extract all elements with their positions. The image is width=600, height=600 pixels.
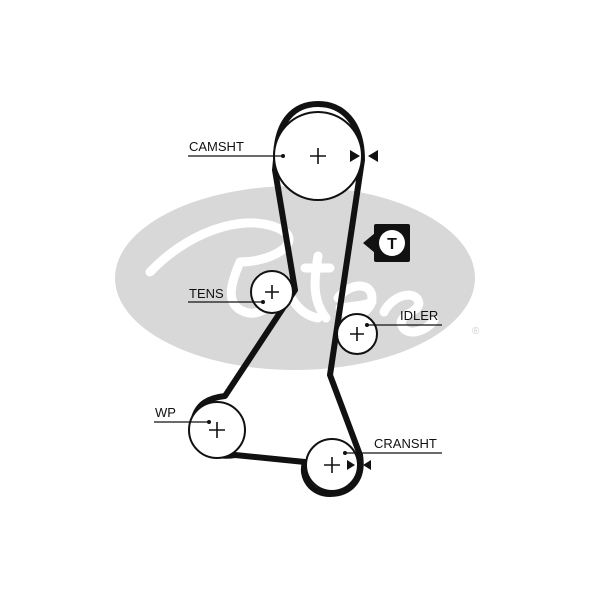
camshaft-timing-arrow-left: [350, 150, 360, 162]
crankshaft-leader-dot: [343, 451, 347, 455]
tension-badge-letter: T: [387, 236, 397, 253]
label-camshaft: CAMSHT: [188, 139, 285, 158]
idler-leader-dot: [365, 323, 369, 327]
gates-logo-script: [145, 218, 439, 337]
label-idler: IDLER: [365, 308, 442, 327]
camshaft-center-mark: [310, 148, 326, 164]
label-water-pump: WP: [154, 405, 211, 424]
crankshaft-timing-mark: [347, 460, 371, 470]
tension-icon: T: [363, 224, 410, 262]
camshaft-timing-arrow-right: [368, 150, 378, 162]
crankshaft-timing-arrow-left: [347, 460, 355, 470]
tensioner-pulley: [250, 270, 294, 314]
tension-badge-circle: [379, 230, 405, 256]
crankshaft-label: CRANSHT: [374, 436, 437, 451]
tensioner-center-mark: [265, 285, 279, 299]
idler-label: IDLER: [400, 308, 438, 323]
gates-logo-watermark: ®: [115, 186, 480, 370]
camshaft-label: CAMSHT: [189, 139, 244, 154]
tension-badge-pointer: [363, 233, 375, 253]
idler-pulley: [336, 313, 378, 355]
label-crankshaft: CRANSHT: [343, 436, 442, 455]
water-pump-label: WP: [155, 405, 176, 420]
tensioner-label: TENS: [189, 286, 224, 301]
water-pump-center-mark: [209, 422, 225, 438]
registered-mark: ®: [472, 326, 480, 337]
camshaft-timing-mark: [350, 150, 378, 162]
tensioner-leader-dot: [261, 300, 265, 304]
idler-center-mark: [350, 327, 364, 341]
crankshaft-center-mark: [324, 457, 340, 473]
crankshaft-timing-arrow-right: [363, 460, 371, 470]
water-pump-leader-dot: [207, 420, 211, 424]
camshaft-pulley: [273, 111, 363, 201]
camshaft-leader-dot: [281, 154, 285, 158]
water-pump-pulley: [188, 401, 246, 459]
label-tensioner: TENS: [188, 286, 265, 304]
